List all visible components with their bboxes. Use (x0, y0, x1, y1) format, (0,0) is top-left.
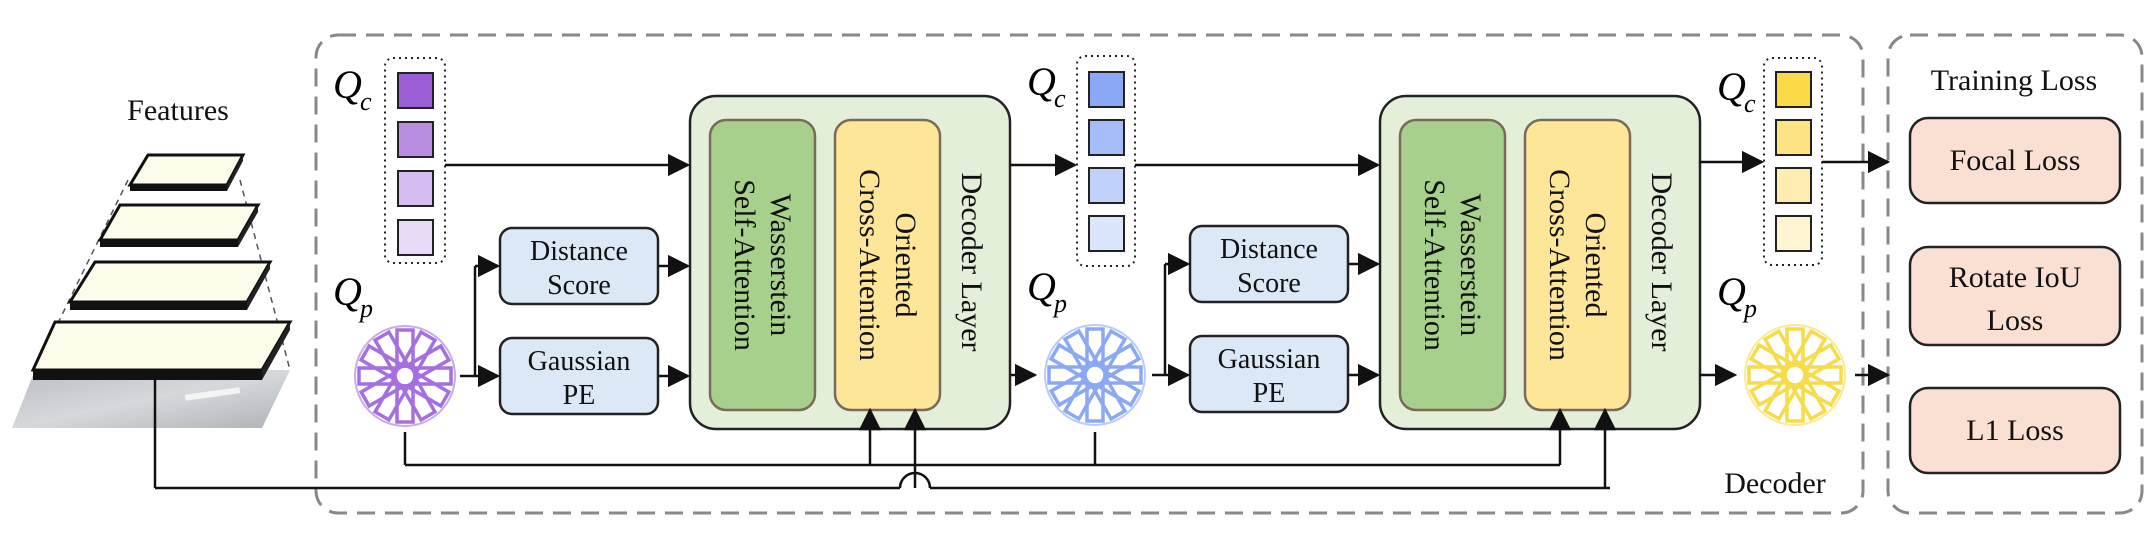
svg-text:Self-Attention: Self-Attention (1418, 179, 1451, 351)
svg-text:c: c (1744, 89, 1756, 118)
svg-text:PE: PE (563, 380, 596, 411)
rotate-iou-label-line1: Rotate IoU (1949, 261, 2082, 294)
aerial-image-object (184, 387, 241, 401)
l1-loss-box: L1 Loss (1908, 386, 2122, 475)
rosette-outline (1044, 324, 1146, 426)
svg-text:c: c (360, 87, 372, 116)
content-query-stack-1 (384, 57, 446, 264)
position-query-label-3: Q p (1717, 269, 1757, 323)
svg-text:Q: Q (333, 62, 362, 107)
svg-text:Oriented: Oriented (1579, 213, 1612, 318)
svg-text:Score: Score (1237, 268, 1301, 299)
decoder-layer-label-2: Decoder Layer (1645, 172, 1678, 351)
content-query-cell (1088, 215, 1125, 252)
svg-text:Wasserstein: Wasserstein (764, 194, 797, 337)
content-query-cell (1088, 167, 1125, 204)
oriented-cross-attention-2 (1523, 118, 1632, 412)
rosette-core (1083, 363, 1107, 387)
oriented-cross-attention-1 (833, 118, 942, 412)
feature-layer-1 (127, 153, 246, 191)
content-query-cell (1775, 215, 1812, 252)
decoder-label: Decoder (1724, 467, 1826, 500)
svg-text:Distance: Distance (1220, 234, 1318, 265)
content-query-stack-2 (1076, 55, 1136, 267)
rotate-iou-label-line2: Loss (1987, 304, 2044, 337)
content-query-cell (1088, 119, 1125, 156)
svg-text:p: p (1052, 289, 1067, 318)
content-query-cell (1088, 71, 1125, 108)
svg-text:PE: PE (1253, 378, 1286, 409)
svg-text:Oriented: Oriented (889, 213, 922, 318)
svg-text:Cross-Attention: Cross-Attention (853, 169, 886, 361)
svg-text:Gaussian: Gaussian (1218, 344, 1321, 375)
position-query-label-1: Q p (333, 269, 373, 323)
svg-text:Q: Q (1717, 269, 1746, 314)
decoder-frame (314, 33, 1865, 515)
svg-text:c: c (1054, 84, 1066, 113)
distance-score-box-2: Distance Score (1188, 224, 1350, 304)
feature-layer-3 (67, 260, 273, 310)
svg-text:Self-Attention: Self-Attention (728, 179, 761, 351)
svg-text:Q: Q (1027, 59, 1056, 104)
training-loss-frame (1886, 33, 2144, 515)
svg-text:Wasserstein: Wasserstein (1454, 194, 1487, 337)
rotate-iou-loss-box: Rotate IoU Loss (1908, 245, 2122, 347)
gaussian-pe-box-1: Gaussian PE (498, 336, 660, 416)
wasserstein-self-attention-1 (708, 118, 817, 412)
content-query-cell (397, 72, 434, 109)
rosette-outline (1744, 324, 1846, 426)
svg-text:p: p (1742, 294, 1757, 323)
position-query-label-2: Q p (1027, 264, 1067, 318)
content-query-cell (1775, 119, 1812, 156)
l1-loss-label: L1 Loss (1966, 414, 2064, 447)
content-query-stack-3 (1763, 57, 1823, 266)
decoder-layer-label-1: Decoder Layer (955, 172, 988, 351)
feature-pyramid: Features (12, 94, 293, 428)
wasserstein-self-attention-2 (1398, 118, 1507, 412)
rosette-core (393, 364, 417, 388)
content-query-cell (397, 121, 434, 158)
content-query-cell (1775, 71, 1812, 108)
content-query-label-2: Q c (1027, 59, 1066, 113)
aerial-image (12, 370, 290, 428)
rosette-core (1783, 363, 1807, 387)
gaussian-pe-box-2: Gaussian PE (1188, 334, 1350, 414)
training-loss-title: Training Loss (1931, 64, 2097, 97)
features-title: Features (127, 94, 229, 127)
position-query-rosette-1 (354, 325, 456, 427)
feature-layer-4 (30, 320, 293, 380)
feature-layer-2 (97, 203, 261, 247)
focal-loss-label: Focal Loss (1950, 144, 2081, 177)
svg-text:Gaussian: Gaussian (528, 346, 631, 377)
content-query-label-3: Q c (1717, 64, 1756, 118)
position-query-rosette-3 (1744, 324, 1846, 426)
content-query-cell (1775, 167, 1812, 204)
svg-text:Q: Q (1717, 64, 1746, 109)
svg-text:Q: Q (333, 269, 362, 314)
decoder-layer-2: Wasserstein Self-Attention Oriented Cros… (1378, 94, 1702, 431)
svg-text:Q: Q (1027, 264, 1056, 309)
distance-score-box-1: Distance Score (498, 226, 660, 306)
position-query-rosette-2 (1044, 324, 1146, 426)
content-query-cell (397, 170, 434, 207)
decoder-layer-1: Wasserstein Self-Attention Oriented Cros… (688, 94, 1012, 431)
rosette-outline (354, 325, 456, 427)
svg-text:Cross-Attention: Cross-Attention (1543, 169, 1576, 361)
svg-text:Distance: Distance (530, 236, 628, 267)
focal-loss-box: Focal Loss (1908, 116, 2122, 205)
svg-text:Score: Score (547, 270, 611, 301)
content-query-label-1: Q c (333, 62, 372, 116)
content-query-cell (397, 219, 434, 256)
connectors (153, 150, 1891, 490)
svg-text:p: p (358, 294, 373, 323)
